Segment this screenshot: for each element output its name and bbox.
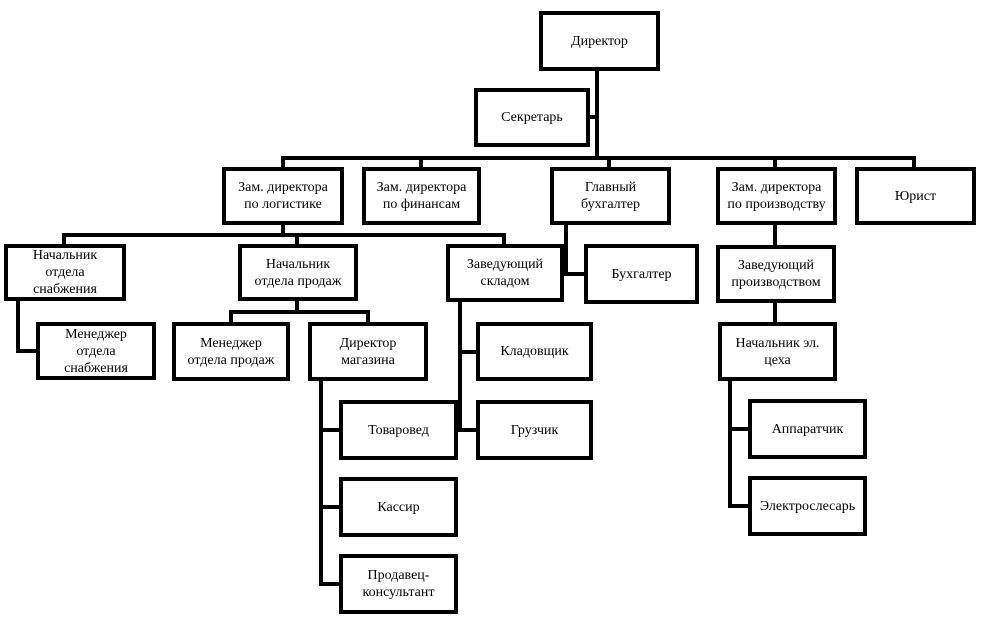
node-chief-accountant[interactable]: Главный бухгалтер [550,167,671,225]
node-warehouse-manager-label: Заведующий складом [466,257,544,289]
node-head-supply-label: Начальник отдела снабжения [32,248,98,297]
node-production-manager-label: Заведующий производством [731,258,821,290]
node-head-sales[interactable]: Начальник отдела продаж [238,244,358,301]
node-director[interactable]: Директор [539,11,660,71]
node-operator[interactable]: Аппаратчик [748,399,867,459]
node-sales-manager-label: Менеджер отдела продаж [187,335,275,368]
node-accountant-label: Бухгалтер [611,266,672,282]
node-sales-manager[interactable]: Менеджер отдела продаж [172,322,290,381]
node-secretary-label: Секретарь [501,110,563,125]
node-merchandiser-label: Товаровед [368,422,429,438]
node-operator-label: Аппаратчик [771,421,844,437]
node-lawyer[interactable]: Юрист [855,167,976,225]
node-cashier-label: Кассир [377,499,420,515]
node-dep-finance-label: Зам. директора по финансам [376,180,467,212]
node-store-director-label: Директор магазина [339,335,397,368]
node-dep-production-label: Зам. директора по производству [727,180,826,212]
node-cashier[interactable]: Кассир [339,477,458,537]
node-dep-finance[interactable]: Зам. директора по финансам [362,167,481,225]
node-head-sales-label: Начальник отдела продаж [254,256,342,289]
node-storekeeper[interactable]: Кладовщик [476,322,593,381]
node-supply-manager-label: Менеджер отдела снабжения [64,326,128,376]
node-sales-consultant-label: Продавец- консультант [362,568,435,600]
node-workshop-head-label: Начальник эл. цеха [735,335,820,368]
node-secretary[interactable]: Секретарь [474,88,590,147]
node-store-director[interactable]: Директор магазина [308,322,428,381]
node-electrician-label: Электрослесарь [759,498,856,514]
node-chief-accountant-label: Главный бухгалтер [581,180,640,212]
node-head-supply[interactable]: Начальник отдела снабжения [4,244,126,301]
node-loader-label: Грузчик [510,422,559,438]
node-electrician[interactable]: Электрослесарь [748,476,867,536]
node-supply-manager[interactable]: Менеджер отдела снабжения [36,322,156,380]
node-dep-production[interactable]: Зам. директора по производству [716,167,837,225]
node-sales-consultant[interactable]: Продавец- консультант [339,554,458,614]
node-production-manager[interactable]: Заведующий производством [716,245,836,303]
node-merchandiser[interactable]: Товаровед [339,400,458,460]
node-dep-logistics[interactable]: Зам. директора по логистике [222,167,344,225]
node-workshop-head[interactable]: Начальник эл. цеха [718,322,837,381]
node-director-label: Директор [571,33,628,49]
node-accountant[interactable]: Бухгалтер [584,244,699,304]
node-warehouse-manager[interactable]: Заведующий складом [446,244,564,302]
node-dep-logistics-label: Зам. директора по логистике [238,180,328,212]
node-loader[interactable]: Грузчик [476,400,593,460]
node-lawyer-label: Юрист [894,188,937,204]
node-storekeeper-label: Кладовщик [500,344,569,359]
